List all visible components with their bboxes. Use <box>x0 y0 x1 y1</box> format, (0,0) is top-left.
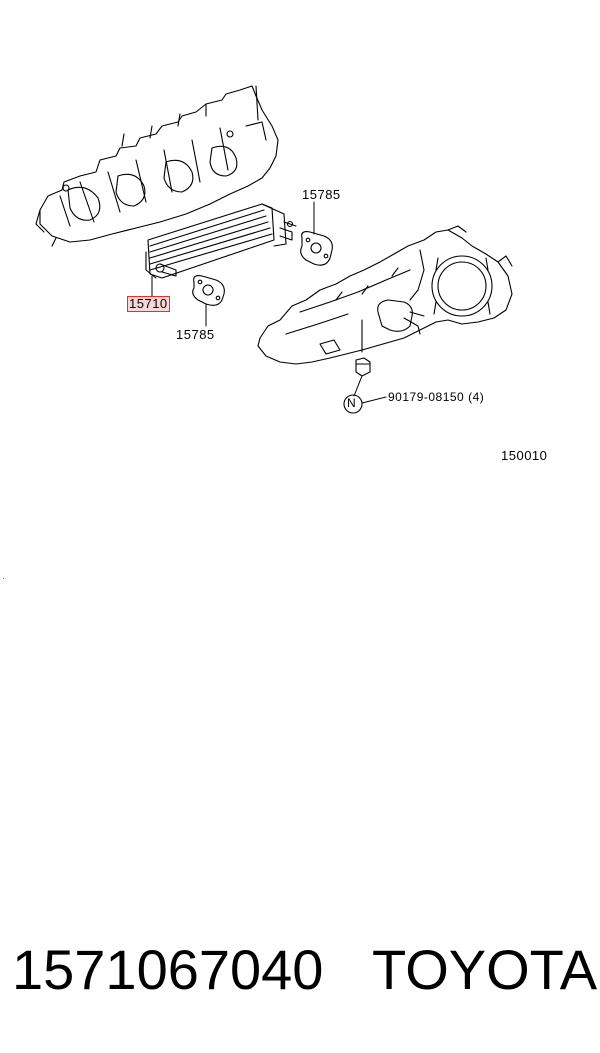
label-nut-marker: N <box>347 396 357 410</box>
filter-bracket-drawing <box>257 225 513 365</box>
nut-marker-icon <box>343 394 363 414</box>
label-bolt-part[interactable]: 90179-08150 (4) <box>388 390 484 404</box>
footer-caption: 1571067040 TOYOTA <box>0 938 600 1008</box>
label-oil-cooler-highlighted[interactable]: 15710 <box>127 296 170 312</box>
label-gasket-upper[interactable]: 15785 <box>302 187 341 202</box>
nut-drawing <box>355 357 371 377</box>
exploded-view-drawing <box>35 85 513 414</box>
label-gasket-lower[interactable]: 15785 <box>176 327 215 342</box>
engine-block-drawing <box>35 85 279 247</box>
figure-code: 150010 <box>501 448 548 463</box>
part-number-text: 1571067040 <box>12 938 324 1001</box>
bolt-quantity: (4) <box>468 390 485 404</box>
parts-diagram: 15785 15710 15785 N 90179-08150 (4) 1500… <box>0 0 600 463</box>
gasket-upper-drawing <box>300 231 333 266</box>
bolt-part-number: 90179-08150 <box>388 390 465 404</box>
stray-dot <box>3 578 4 579</box>
oil-cooler-drawing <box>145 203 297 279</box>
brand-text: TOYOTA <box>372 938 598 1001</box>
leader-lines <box>151 201 387 404</box>
gasket-lower-drawing <box>192 275 225 306</box>
